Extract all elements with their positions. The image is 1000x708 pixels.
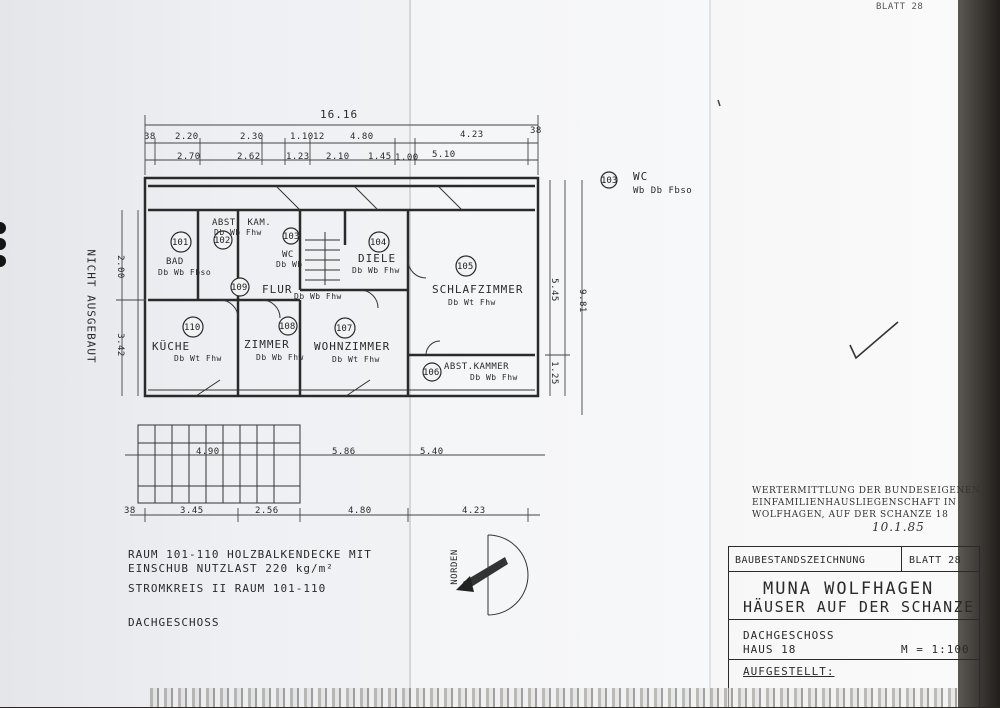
note-circuit: STROMKREIS II RAUM 101-110 (128, 582, 327, 595)
svg-text:106: 106 (423, 368, 439, 378)
stairs (305, 232, 340, 285)
note-load: EINSCHUB NUTZLAST 220 kg/m² (128, 562, 334, 575)
dimension-label: 2.62 (237, 152, 261, 162)
drawing-type: BAUBESTANDSZEICHNUNG (735, 555, 866, 566)
dimension-label: 9.81 (576, 289, 587, 313)
room-values: Db Wt Fhw (174, 354, 222, 363)
dimension-label: 4.23 (462, 506, 486, 516)
svg-text:110: 110 (184, 323, 200, 333)
paper-right-panel (710, 0, 960, 707)
dimension-label: 2.00 (114, 255, 125, 279)
dimension-label: 5.40 (420, 447, 444, 457)
room-values: Db Wb Fhw (214, 228, 262, 237)
sheet-number: BLATT 28 (909, 555, 962, 566)
balcony-grid (137, 424, 301, 504)
dimension-label: 5.45 (548, 278, 559, 302)
room-name: KÜCHE (152, 340, 191, 353)
walls (143, 176, 540, 398)
svg-text:109: 109 (231, 283, 247, 293)
room-values: Db Wb Fhw (294, 292, 342, 301)
room-values: Db Wb Fbso (158, 268, 212, 277)
room-values: Db Wb (276, 260, 303, 269)
dimension-label: 4.80 (348, 506, 372, 516)
dimension-label: 1.10 (290, 132, 314, 142)
bottom-worn-edge (150, 688, 958, 707)
room-name: WOHNZIMMER (314, 340, 391, 353)
sheet-number-top: BLATT 28 (876, 2, 924, 12)
dimension-label: 38 (530, 126, 542, 136)
svg-text:103: 103 (283, 232, 299, 242)
dimension-label: 38 (124, 506, 136, 516)
dimension-label: 2.56 (255, 506, 279, 516)
note-ceiling: RAUM 101-110 HOLZBALKENDECKE MIT (128, 548, 372, 561)
room-name: ZIMMER (244, 338, 290, 351)
room-number-markers: 101 102 103 104 105 106 107 108 109 110 … (170, 171, 618, 382)
side-dimension-lines (116, 180, 583, 415)
room-values: Db Wb Fhw (256, 353, 304, 362)
project-subtitle: HÄUSER AUF DER SCHANZE (743, 598, 975, 616)
dimension-label: 2.70 (177, 152, 201, 162)
wc-note-values: Wb Db Fbso (633, 186, 693, 196)
dimension-label: 2.30 (240, 132, 264, 142)
svg-text:107: 107 (336, 324, 352, 334)
dimension-label: 4.23 (460, 130, 484, 140)
project-title: MUNA WOLFHAGEN (763, 579, 935, 599)
dimension-label: 2.20 (175, 132, 199, 142)
dimension-label: 1.00 (395, 153, 419, 163)
room-values: Db Wt Fhw (332, 355, 380, 364)
room-name: WC (282, 250, 294, 260)
note-floor: DACHGESCHOSS (128, 616, 220, 629)
dimension-label: 1.25 (548, 361, 559, 385)
dimension-label: 5.86 (332, 447, 356, 457)
room-name: SCHLAFZIMMER (432, 283, 524, 296)
stamp-date: 10.1.85 (872, 520, 925, 534)
bottom-dimension-lines (125, 454, 545, 522)
svg-text:103: 103 (601, 176, 617, 186)
svg-text:104: 104 (370, 238, 386, 248)
svg-text:108: 108 (279, 322, 295, 332)
dimension-label: 4.90 (196, 447, 220, 457)
room-name: ABST.KAMMER (444, 362, 510, 372)
room-values: Db Wb Fhw (352, 266, 400, 275)
north-arrow (456, 534, 529, 616)
dimension-label: 2.10 (326, 152, 350, 162)
top-dimension-lines (144, 115, 539, 175)
stamp-line-3: WOLFHAGEN, AUF DER SCHANZE 18 (752, 510, 949, 520)
room-name: DIELE (358, 252, 397, 265)
dimension-label: 4.80 (350, 132, 374, 142)
dimension-label: 5.10 (432, 150, 456, 160)
paper-left-panel (0, 0, 410, 707)
title-block: BAUBESTANDSZEICHNUNG BLATT 28 MUNA WOLFH… (728, 546, 980, 708)
overall-width-dimension: 16.16 (320, 108, 359, 121)
wc-note-label: WC (633, 170, 649, 183)
side-note-not-built: NICHT AUSGEBAUT (84, 249, 98, 364)
stamp-line-2: EINFAMILIENHAUSLIEGENSCHAFT IN (752, 498, 957, 508)
room-values: Db Wb Fhw (470, 373, 518, 382)
dimension-label: 3.42 (114, 333, 125, 357)
title-prepared-by: AUFGESTELLT: (743, 665, 835, 678)
binder-hole (0, 222, 6, 234)
dimension-label: 1.23 (286, 152, 310, 162)
room-name: FLUR (262, 283, 293, 296)
room-values: Db Wt Fhw (448, 298, 496, 307)
title-scale: M = 1:100 (901, 643, 970, 656)
title-house: HAUS 18 (743, 643, 797, 656)
svg-text:105: 105 (457, 262, 473, 272)
svg-text:101: 101 (172, 238, 188, 248)
dimension-label: 12 (313, 132, 325, 142)
dimension-label: 1.45 (368, 152, 392, 162)
stamp-line-1: WERTERMITTLUNG DER BUNDESEIGENEN (752, 486, 981, 496)
room-name: ABST. KAM. (212, 218, 272, 228)
dimension-label: 3.45 (180, 506, 204, 516)
svg-text:102: 102 (214, 236, 230, 246)
binder-hole (0, 238, 6, 250)
north-label: NORDEN (449, 549, 460, 585)
dimension-label: 38 (144, 132, 156, 142)
room-name: BAD (166, 257, 184, 267)
title-floor: DACHGESCHOSS (743, 629, 835, 642)
binder-hole (0, 255, 6, 267)
